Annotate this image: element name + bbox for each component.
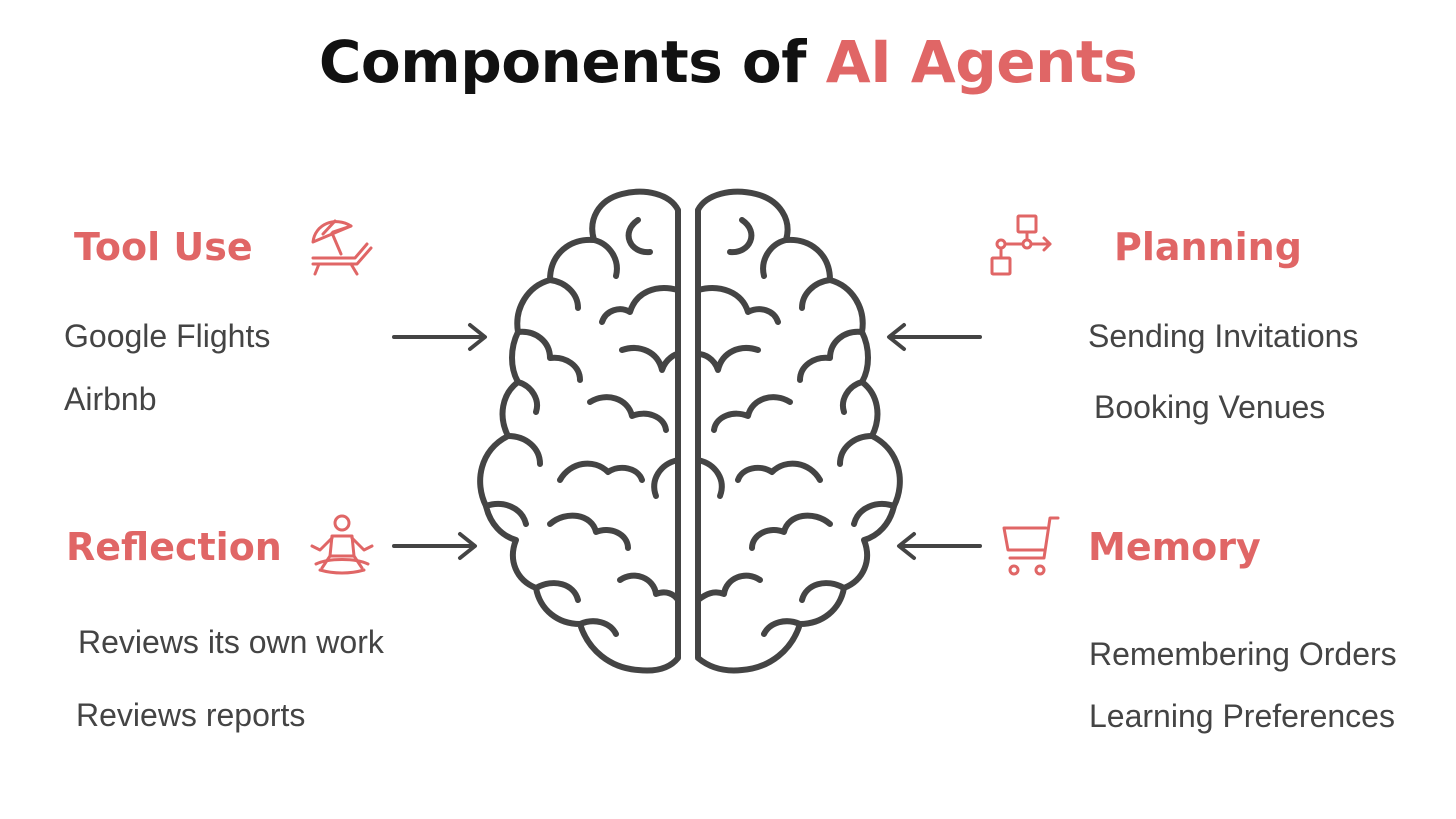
tool-use-item-2: Airbnb [64,381,157,417]
memory-item-1: Remembering Orders [1089,636,1397,672]
reflection-item-2: Reviews reports [76,697,306,733]
arrow-memory [894,531,984,561]
title-part-1: Components of [318,28,826,96]
tool-use-item-1: Google Flights [64,318,271,354]
planning-item-1: Sending Invitations [1088,318,1359,354]
beach-chair-icon [305,212,377,280]
meditation-icon [308,512,376,582]
arrow-reflection [390,531,480,561]
page-title: Components of AI Agents [0,28,1456,96]
arrow-tool-use [390,322,490,352]
memory-heading: Memory [1088,525,1261,569]
shopping-cart-icon [998,512,1066,580]
flowchart-icon [988,212,1056,280]
reflection-heading: Reflection [66,525,282,569]
reflection-item-1: Reviews its own work [78,624,384,660]
arrow-planning [884,322,984,352]
tool-use-heading: Tool Use [74,225,253,269]
title-part-2: AI Agents [825,28,1138,96]
planning-item-2: Booking Venues [1094,389,1326,425]
brain-icon [470,180,910,690]
memory-item-2: Learning Preferences [1089,698,1395,734]
planning-heading: Planning [1114,225,1302,269]
